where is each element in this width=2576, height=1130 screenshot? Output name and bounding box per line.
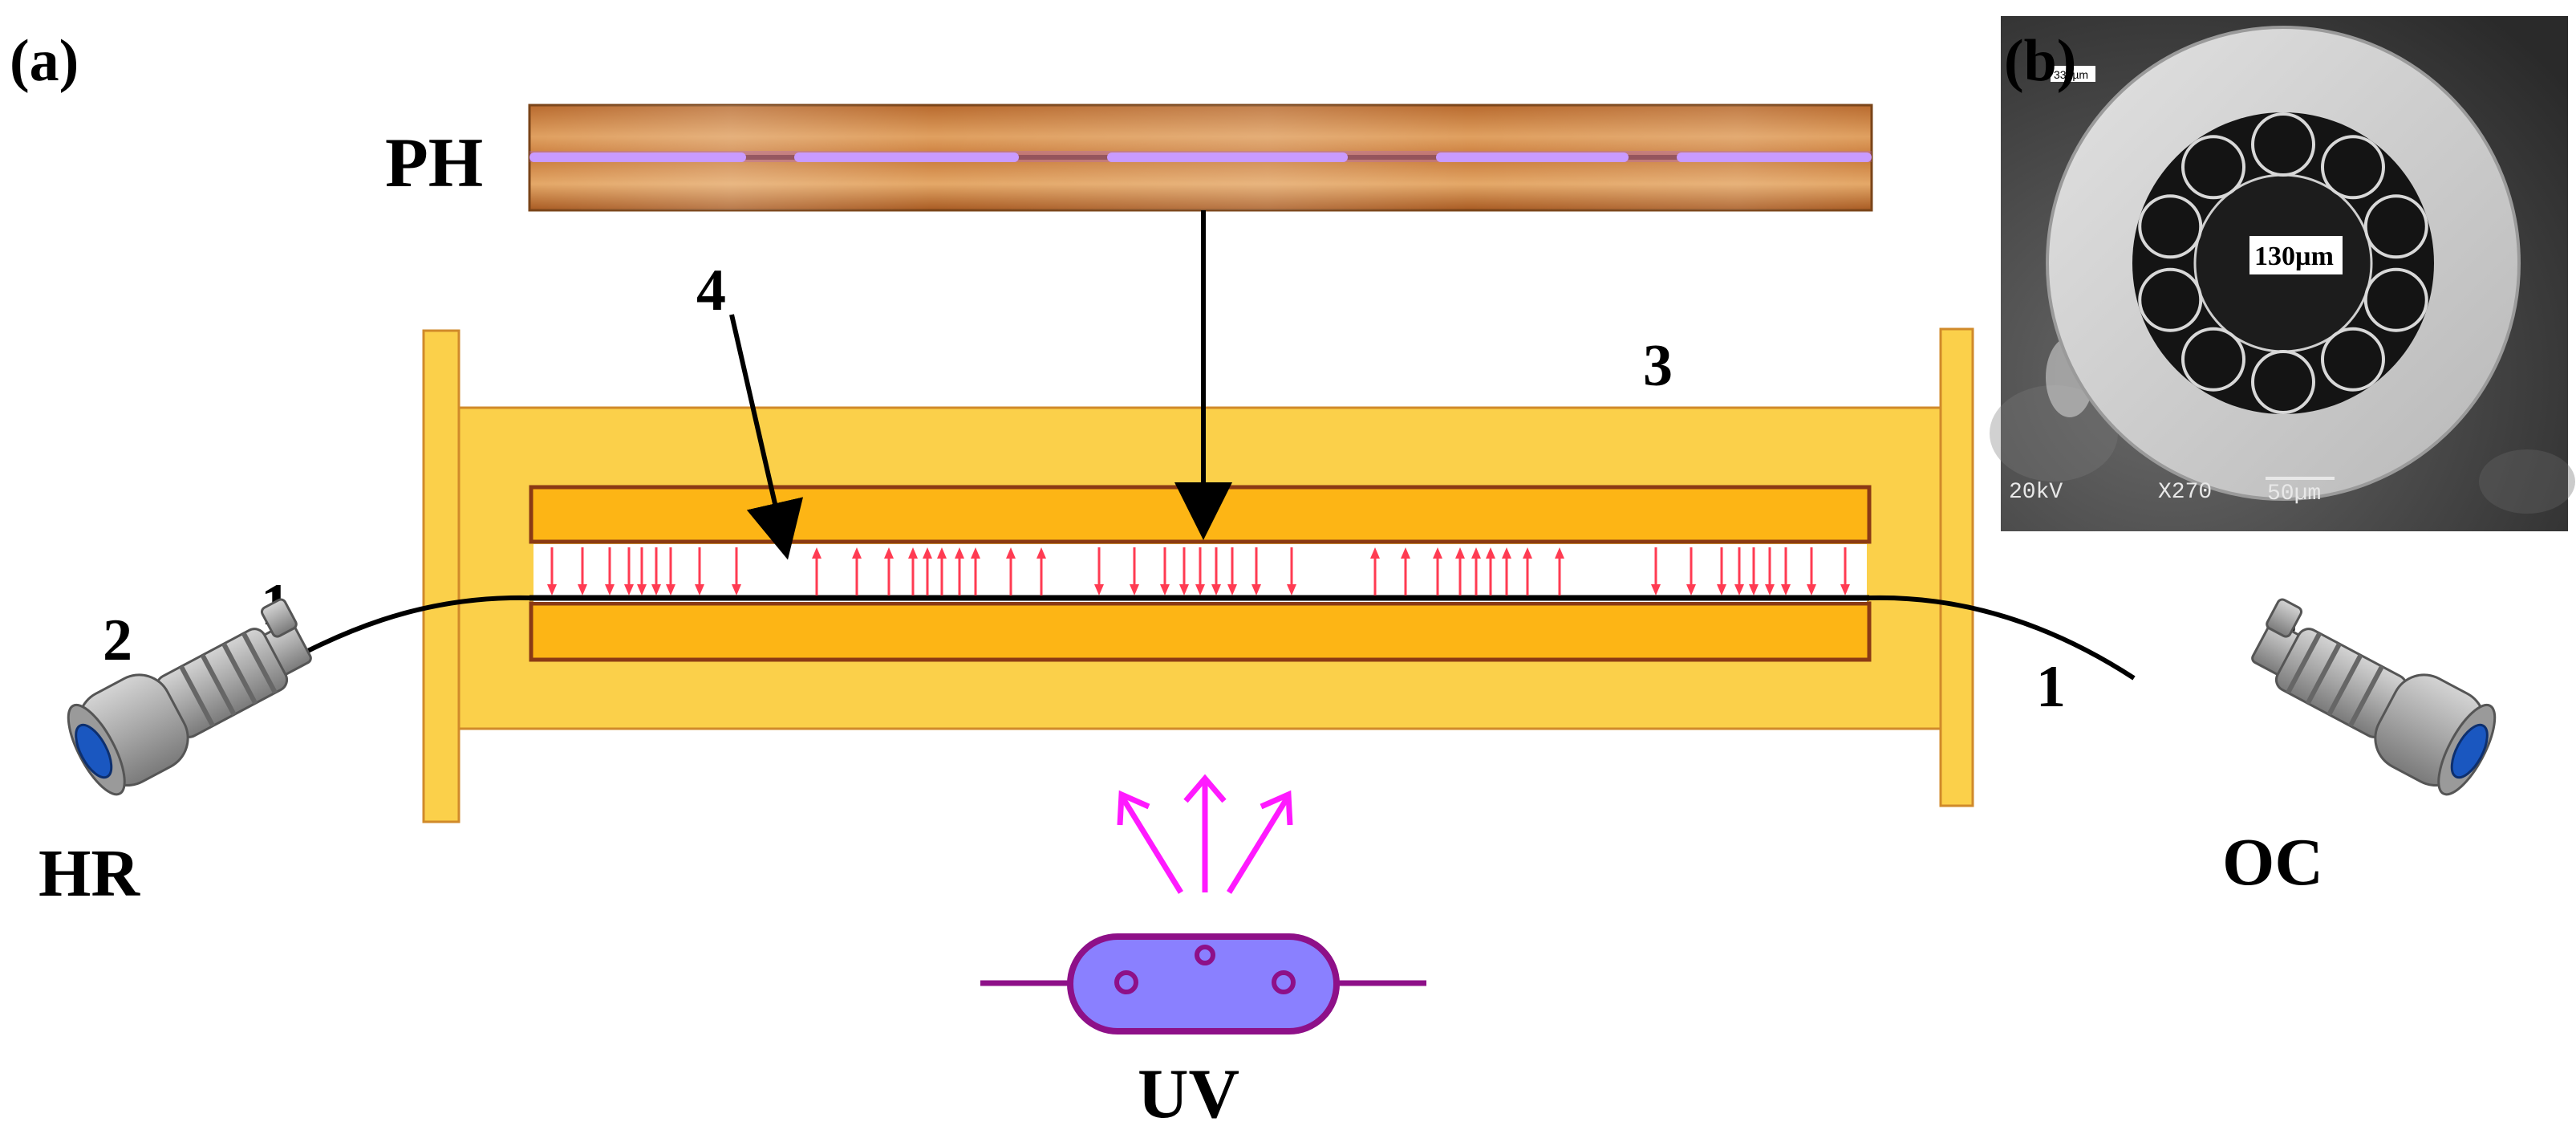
capillary — [2363, 267, 2428, 332]
grating-arrow-down — [1734, 547, 1744, 595]
grating-arrow-down — [1179, 547, 1189, 595]
capillary — [2138, 267, 2203, 332]
grating-arrow-down — [732, 547, 741, 595]
grating-arrow-down — [1287, 547, 1296, 595]
upper-plate — [529, 485, 1872, 544]
grating-arrow-down — [1840, 547, 1850, 595]
grating-label: 4 — [696, 258, 726, 323]
capillary — [2320, 327, 2385, 392]
capillary — [2320, 135, 2385, 200]
uv-label: UV — [1138, 1055, 1239, 1130]
grating-arrow-up — [1455, 547, 1465, 595]
grating-arrow-down — [1130, 547, 1139, 595]
grating-arrow-down — [1251, 547, 1261, 595]
grating-arrow-down — [637, 547, 647, 595]
grating-arrow-down — [578, 547, 587, 595]
lower-plate — [529, 601, 1872, 662]
housing-label: 3 — [1643, 333, 1673, 399]
oc-connector-icon — [2251, 598, 2497, 796]
grating-arrow-down — [1765, 547, 1775, 595]
sem-voltage: 20kV — [2009, 480, 2063, 505]
grating-arrow-down — [1781, 547, 1791, 595]
grating-arrow-down — [1807, 547, 1816, 595]
grating-arrow-down — [624, 547, 634, 595]
grating-arrow-up — [923, 547, 932, 595]
grating-arrow-down — [1094, 547, 1104, 595]
sem-tag-box — [2051, 66, 2095, 82]
connector-label-left: 2 — [103, 608, 132, 673]
fiber-label-right: 1 — [2036, 654, 2066, 720]
sem-scale: 50µm — [2267, 482, 2321, 506]
diameter-label: 130µm — [2254, 242, 2334, 271]
grating-arrows — [547, 547, 1850, 595]
grating-arrow-down — [1749, 547, 1759, 595]
grating-arrow-down — [1227, 547, 1237, 595]
grating-arrow-down — [1717, 547, 1726, 595]
grating-arrow-down — [651, 547, 661, 595]
capillary — [2181, 135, 2246, 200]
grating-arrow-up — [1523, 547, 1532, 595]
grating-arrow-down — [1686, 547, 1696, 595]
uv-lamp-icon — [980, 933, 1426, 1034]
oc-label: OC — [2222, 825, 2323, 900]
grating-arrow-down — [605, 547, 615, 595]
grating-arrow-up — [1006, 547, 1016, 595]
panel-b-label: (b) — [2004, 28, 2076, 94]
hr-label: HR — [39, 836, 140, 911]
grating-arrow-down — [1195, 547, 1205, 595]
sem-magnification: X270 — [2158, 480, 2212, 505]
grating-arrow-up — [937, 547, 947, 595]
diameter-tag-box — [2249, 236, 2343, 274]
grating-arrow-up — [1471, 547, 1481, 595]
grating-arrow-up — [1401, 547, 1410, 595]
grating-arrow-up — [1433, 547, 1442, 595]
panel-a-label: (a) — [10, 28, 79, 94]
ph-label: PH — [385, 124, 483, 202]
grating-arrow-down — [1651, 547, 1661, 595]
grating-arrow-down — [695, 547, 704, 595]
ph-copper-plate-photo — [528, 104, 1873, 212]
hr-connector-cap — [75, 723, 113, 779]
grating-pointer-arrow — [729, 314, 804, 560]
grating-arrow-down — [1211, 547, 1221, 595]
capillary — [2251, 112, 2315, 177]
grating-arrow-up — [955, 547, 964, 595]
grating-arrow-down — [666, 547, 675, 595]
oc-connector-cap — [2450, 723, 2489, 779]
grating-arrow-up — [1370, 547, 1380, 595]
grating-arrow-up — [812, 547, 821, 595]
sem-tag: 335µm — [2054, 68, 2088, 81]
uv-rays-icon — [1117, 774, 1293, 894]
hr-connector-icon — [67, 598, 312, 796]
grating-arrow-up — [971, 547, 980, 595]
grating-arrow-up — [1555, 547, 1564, 595]
grating-arrow-up — [852, 547, 862, 595]
grating-arrow-up — [884, 547, 894, 595]
capillary — [2138, 194, 2203, 259]
capillary — [2251, 350, 2315, 414]
capillary — [2363, 194, 2428, 259]
grating-arrow-up — [1486, 547, 1495, 595]
ph-glowing-fiber — [529, 151, 1872, 162]
grating-arrow-down — [547, 547, 557, 595]
grating-arrow-down — [1160, 547, 1170, 595]
capillary — [2181, 327, 2246, 392]
grating-arrow-up — [908, 547, 918, 595]
grating-arrow-up — [1502, 547, 1511, 595]
grating-arrow-up — [1036, 547, 1046, 595]
capillary-ring — [2138, 112, 2428, 414]
